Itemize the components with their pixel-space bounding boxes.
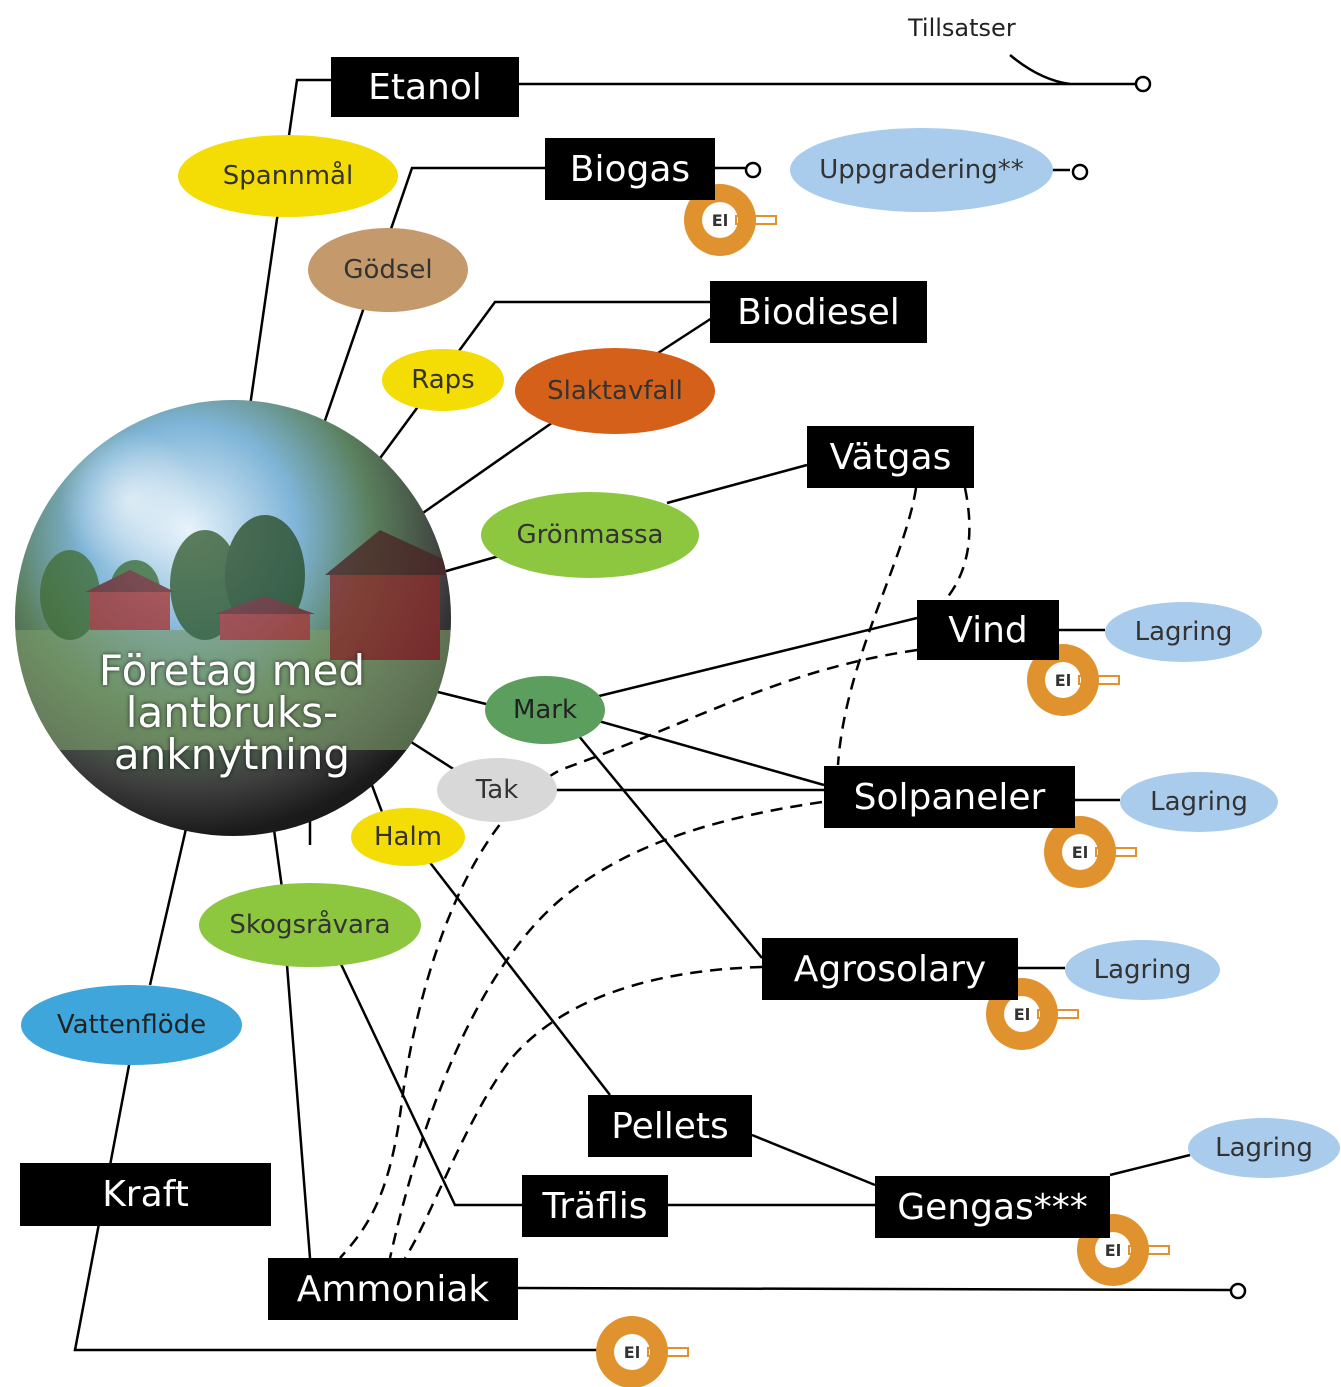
connector-lines	[73, 54, 1231, 1352]
el-label: El	[624, 1343, 640, 1362]
box-biogas: Biogas	[545, 138, 715, 200]
el-label: El	[712, 211, 728, 230]
output-node-biogas	[744, 161, 762, 179]
box-gengas: Gengas***	[875, 1176, 1110, 1238]
el-label: El	[1072, 843, 1088, 862]
oval-vattenflode: Vattenflöde	[21, 985, 242, 1065]
oval-spannmal: Spannmål	[178, 135, 398, 217]
output-connectors	[744, 75, 1247, 1300]
center-line-1: Företag med	[98, 646, 366, 695]
el-badge: El	[1044, 816, 1137, 888]
oval-raps: Raps	[382, 349, 504, 411]
el-badge: El	[596, 1316, 689, 1387]
output-node-ammoniak	[1229, 1282, 1247, 1300]
oval-lagring-solpaneler: Lagring	[1120, 772, 1278, 832]
output-node-etanol	[1134, 75, 1152, 93]
center-line-2: lantbruks-	[125, 688, 339, 737]
box-solpaneler: Solpaneler	[824, 766, 1075, 828]
box-pellets: Pellets	[588, 1095, 752, 1157]
box-traflis: Träflis	[522, 1175, 668, 1237]
el-badge: El	[684, 184, 777, 256]
center-title: Företag med lantbruks- anknytning	[52, 650, 412, 776]
box-vatgas: Vätgas	[807, 426, 974, 488]
oval-lagring-agrosolary: Lagring	[1065, 940, 1220, 1000]
el-badge: El	[1027, 644, 1120, 716]
oval-halm: Halm	[351, 808, 465, 866]
output-node-uppgradering	[1071, 163, 1089, 181]
box-etanol: Etanol	[331, 57, 519, 117]
oval-skogsravara: Skogsråvara	[199, 883, 421, 967]
box-vind: Vind	[917, 600, 1059, 660]
oval-tak: Tak	[437, 758, 557, 822]
box-ammoniak: Ammoniak	[268, 1258, 518, 1320]
box-biodiesel: Biodiesel	[710, 281, 927, 343]
oval-slaktavfall: Slaktavfall	[515, 348, 715, 434]
el-label: El	[1105, 1241, 1121, 1260]
oval-gronmassa: Grönmassa	[481, 492, 699, 578]
box-agrosolary: Agrosolary	[762, 938, 1018, 1000]
oval-mark: Mark	[485, 676, 605, 744]
oval-lagring-gengas: Lagring	[1188, 1118, 1340, 1178]
oval-godsel: Gödsel	[308, 228, 468, 312]
note-tillsatser: Tillsatser	[908, 14, 1016, 42]
center-line-3: anknytning	[113, 730, 351, 779]
el-label: El	[1055, 671, 1071, 690]
el-label: El	[1014, 1005, 1030, 1024]
oval-uppgradering: Uppgradering**	[790, 128, 1053, 212]
oval-lagring-vind: Lagring	[1105, 602, 1262, 662]
center-sphere	[15, 400, 451, 836]
box-kraft: Kraft	[20, 1163, 271, 1226]
